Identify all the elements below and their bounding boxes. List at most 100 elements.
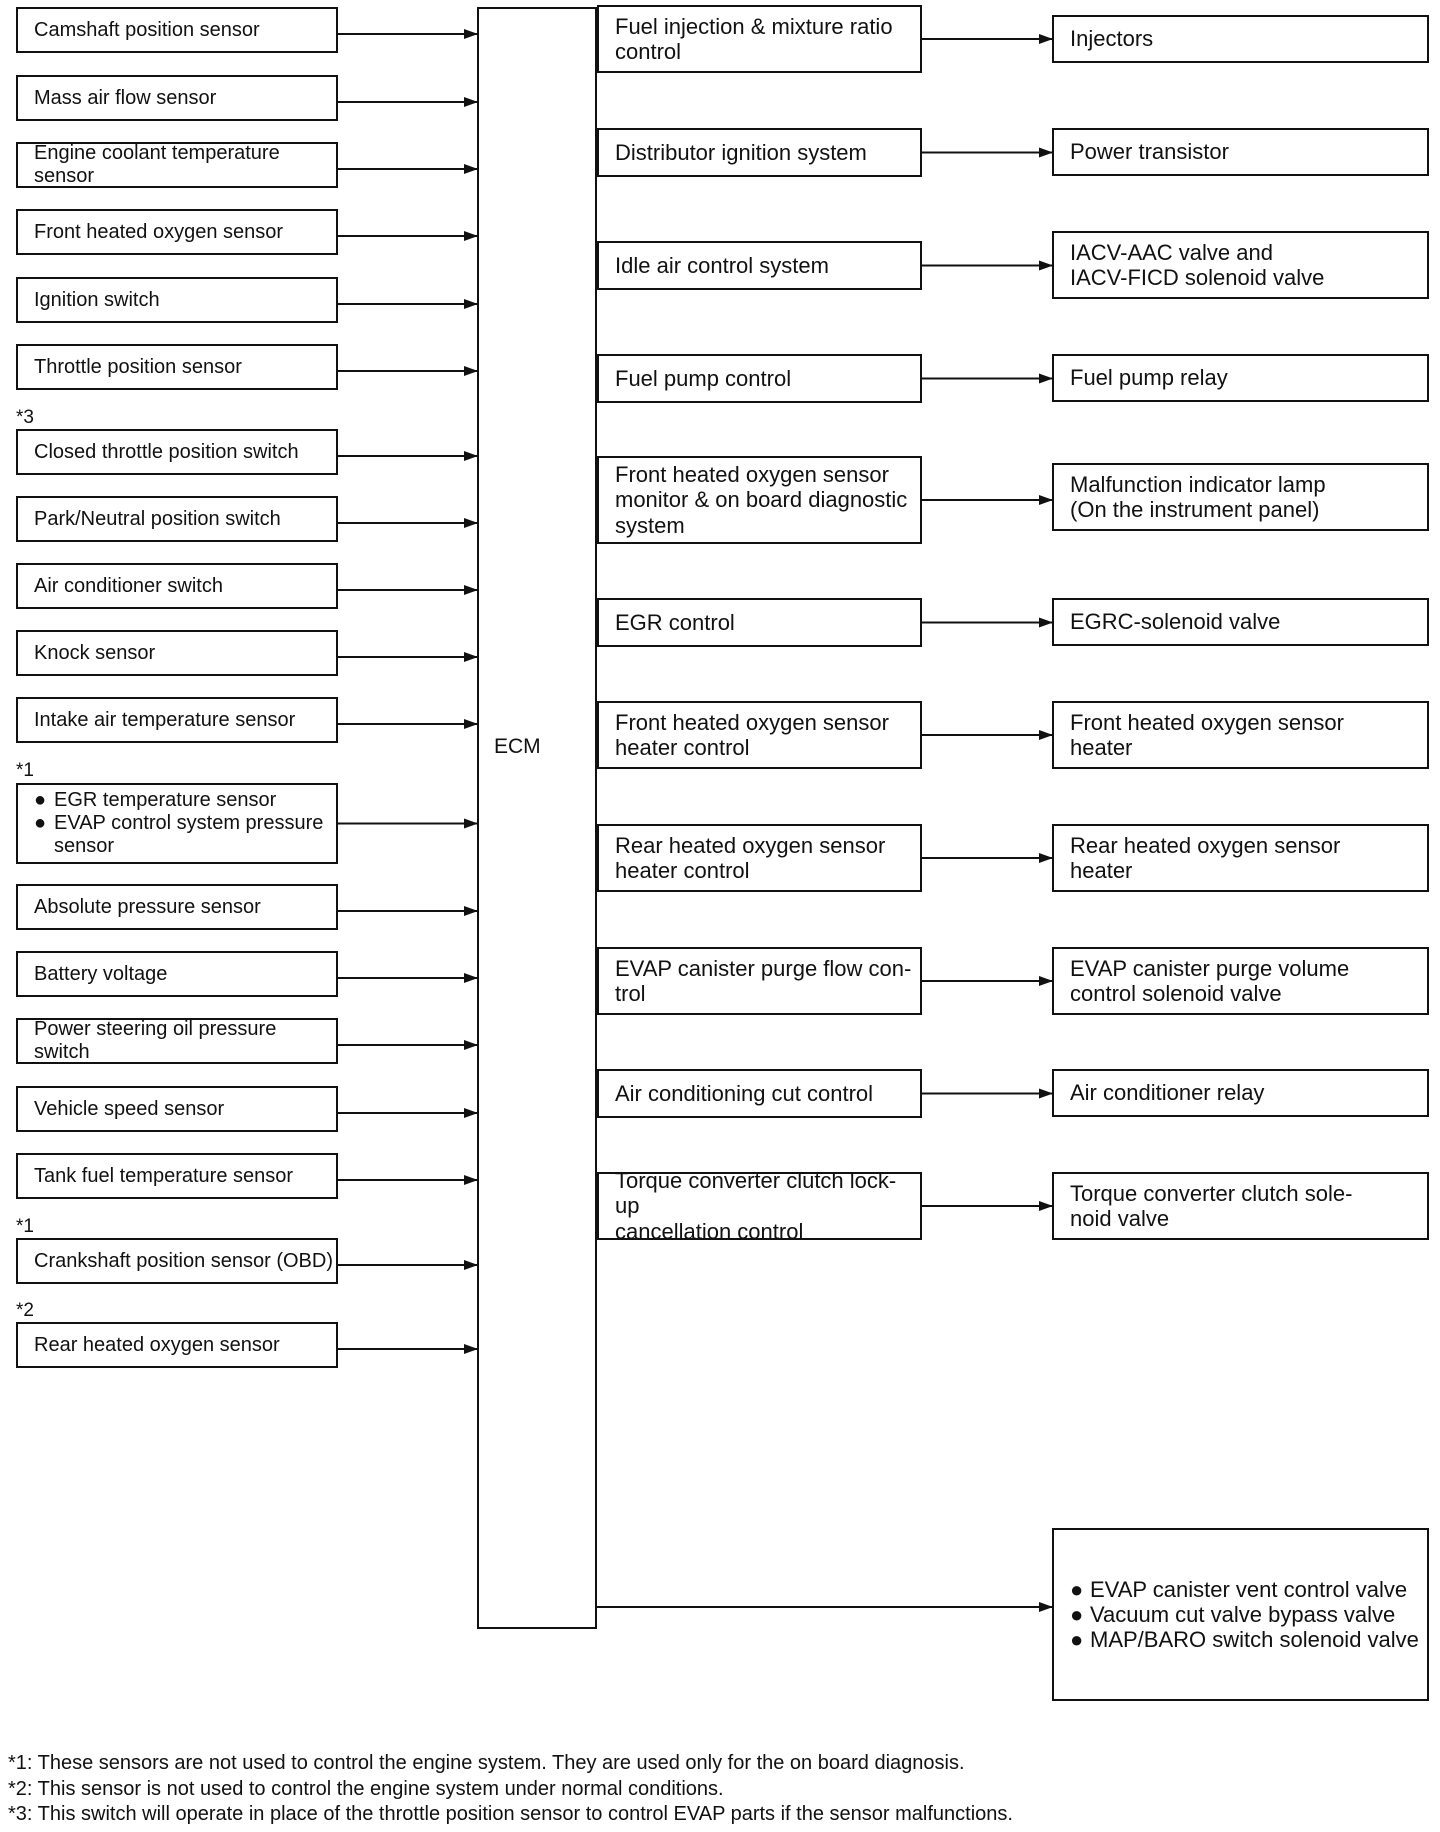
input-egr-evap-text: EVAP control system pressure sensor	[34, 812, 336, 858]
control-idle-air-text: Idle air control system	[615, 252, 829, 278]
input-rear-o2-footnote-mark: *2	[16, 1300, 34, 1321]
input-rear-o2: Rear heated oxygen sensor	[16, 1322, 338, 1368]
output-rear-heater-text: Rear heated oxygen sensor	[1070, 832, 1341, 858]
input-battery: Battery voltage	[16, 951, 338, 997]
input-front-o2-text: Front heated oxygen sensor	[34, 220, 284, 243]
control-front-heater-text: Front heated oxygen sensor	[615, 709, 889, 735]
control-fuel-injection-text: control	[615, 39, 682, 64]
output-front-heater-text: heater	[1070, 735, 1133, 760]
control-rear-heater-text: Rear heated oxygen sensor	[615, 832, 886, 858]
output-tcc-text: Torque converter clutch sole-	[1070, 1180, 1353, 1206]
output-idle-air-text: IACV-AAC valve and	[1070, 239, 1273, 265]
control-ac-cut-text: Air conditioning cut control	[615, 1080, 874, 1106]
footnote-1: *1: These sensors are not used to contro…	[8, 1752, 965, 1774]
output-evap-vent-text: EVAP canister vent control valve	[1070, 1577, 1427, 1603]
input-maf-text: Mass air flow sensor	[34, 86, 217, 109]
control-rear-heater-text: heater control	[615, 858, 750, 883]
input-ps-oil-text: Power steering oil pressure switch	[34, 1018, 277, 1063]
input-ignition-text: Ignition switch	[34, 288, 160, 311]
output-fuel-injection: Injectors	[1052, 15, 1429, 63]
output-egr-control: EGRC-solenoid valve	[1052, 598, 1429, 646]
control-ignition-system: Distributor ignition system	[597, 128, 922, 177]
control-evap-purge: EVAP canister purge flow con-trol	[597, 947, 922, 1015]
input-ect-text: Engine coolant temperature sensor	[34, 142, 280, 187]
output-rear-heater-text: heater	[1070, 858, 1133, 883]
output-o2-monitor: Malfunction indicator lamp(On the instru…	[1052, 463, 1429, 531]
footnote-3: *3: This switch will operate in place of…	[8, 1803, 1013, 1825]
input-vss-text: Vehicle speed sensor	[34, 1097, 225, 1120]
input-crankshaft: Crankshaft position sensor (OBD)	[16, 1238, 338, 1284]
control-o2-monitor-text: system	[615, 512, 685, 538]
input-vss: Vehicle speed sensor	[16, 1086, 338, 1132]
output-front-heater-text: Front heated oxygen sensor	[1070, 709, 1344, 735]
control-o2-monitor-text: Front heated oxygen sensor	[615, 462, 889, 488]
input-iat-text: Intake air temperature sensor	[34, 708, 296, 731]
input-ac-switch: Air conditioner switch	[16, 563, 338, 609]
output-ignition-system-text: Power transistor	[1070, 139, 1229, 165]
output-ac-cut: Air conditioner relay	[1052, 1069, 1429, 1117]
input-knock: Knock sensor	[16, 630, 338, 676]
input-ignition: Ignition switch	[16, 277, 338, 323]
output-fuel-pump-text: Fuel pump relay	[1070, 365, 1228, 391]
input-tank-fuel-text: Tank fuel temperature sensor	[34, 1164, 294, 1187]
output-tcc-text: noid valve	[1070, 1206, 1170, 1231]
input-ps-oil: Power steering oil pressure switch	[16, 1018, 338, 1064]
control-idle-air: Idle air control system	[597, 241, 922, 290]
control-fuel-pump-text: Fuel pump control	[615, 365, 792, 391]
output-o2-monitor-text: Malfunction indicator lamp	[1070, 471, 1326, 497]
input-egr-evap-footnote-mark: *1	[16, 760, 34, 781]
input-knock-text: Knock sensor	[34, 641, 156, 664]
input-maf: Mass air flow sensor	[16, 75, 338, 121]
output-egr-control-text: EGRC-solenoid valve	[1070, 609, 1281, 635]
input-tps: Throttle position sensor	[16, 344, 338, 390]
control-o2-monitor-text: monitor & on board diagnostic	[615, 487, 908, 513]
output-evap-vent-text: MAP/BARO switch solenoid valve	[1070, 1627, 1427, 1653]
output-idle-air-text: IACV-FICD solenoid valve	[1070, 265, 1325, 290]
output-evap-purge-text: EVAP canister purge volume	[1070, 955, 1350, 981]
input-abs-pressure: Absolute pressure sensor	[16, 884, 338, 930]
output-evap-vent: EVAP canister vent control valveVacuum c…	[1052, 1528, 1429, 1701]
input-pnp: Park/Neutral position switch	[16, 496, 338, 542]
input-egr-evap-text: EGR temperature sensor	[34, 789, 336, 812]
input-ctps-text: Closed throttle position switch	[34, 440, 299, 463]
control-evap-purge-text: trol	[615, 981, 646, 1006]
input-ctps: Closed throttle position switch	[16, 429, 338, 475]
control-ac-cut: Air conditioning cut control	[597, 1069, 922, 1118]
output-ignition-system: Power transistor	[1052, 128, 1429, 176]
control-egr-control: EGR control	[597, 598, 922, 647]
output-o2-monitor-text: (On the instrument panel)	[1070, 497, 1320, 522]
input-iat: Intake air temperature sensor	[16, 697, 338, 743]
input-tank-fuel: Tank fuel temperature sensor	[16, 1153, 338, 1199]
input-camshaft: Camshaft position sensor	[16, 7, 338, 53]
input-ctps-footnote-mark: *3	[16, 407, 34, 428]
input-ect: Engine coolant temperature sensor	[16, 142, 338, 188]
input-pnp-text: Park/Neutral position switch	[34, 507, 281, 530]
input-crankshaft-footnote-mark: *1	[16, 1216, 34, 1237]
control-evap-purge-text: EVAP canister purge flow con-	[615, 955, 912, 981]
control-fuel-pump: Fuel pump control	[597, 354, 922, 403]
input-front-o2: Front heated oxygen sensor	[16, 209, 338, 255]
input-crankshaft-text: Crankshaft position sensor (OBD)	[34, 1249, 334, 1272]
input-ac-switch-text: Air conditioner switch	[34, 574, 223, 597]
input-battery-text: Battery voltage	[34, 962, 168, 985]
ecm-block	[477, 7, 597, 1629]
input-egr-evap: EGR temperature sensorEVAP control syste…	[16, 783, 338, 864]
control-fuel-injection-text: Fuel injection & mixture ratio	[615, 13, 893, 39]
output-ac-cut-text: Air conditioner relay	[1070, 1080, 1265, 1106]
output-evap-vent-text: Vacuum cut valve bypass valve	[1070, 1602, 1427, 1628]
input-abs-pressure-text: Absolute pressure sensor	[34, 895, 261, 918]
control-ignition-system-text: Distributor ignition system	[615, 139, 867, 165]
control-tcc-text: cancellation control	[615, 1218, 804, 1244]
control-egr-control-text: EGR control	[615, 609, 735, 635]
